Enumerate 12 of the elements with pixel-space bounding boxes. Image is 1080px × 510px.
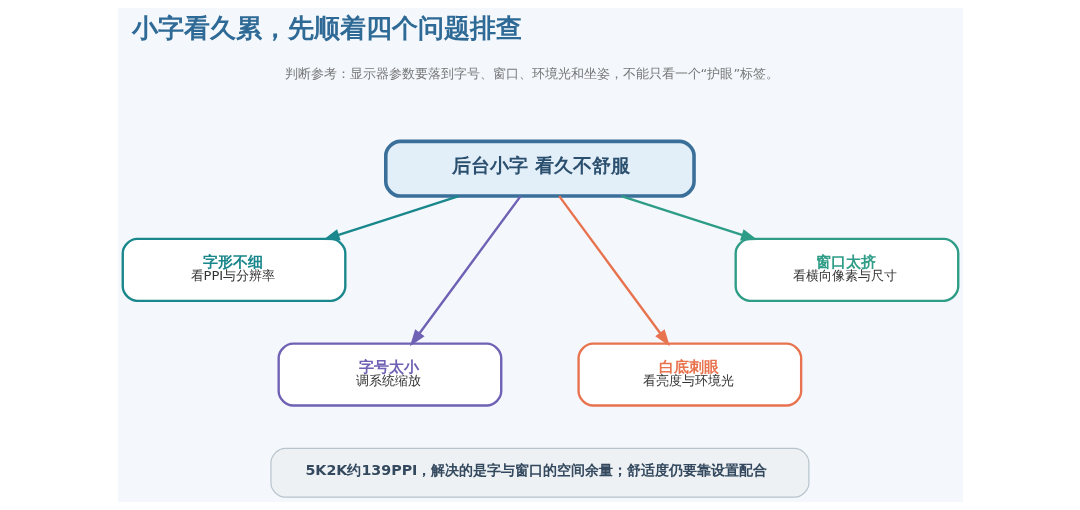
- node-box: 5K2K约139PPI，解决的是字与窗口的空间余量；舒适度仍要靠设置配合: [269, 447, 809, 498]
- arrow: [322, 194, 459, 241]
- node-box: 窗口太挤 看横向像素与尺寸: [734, 237, 959, 302]
- node-box: 字号太小 调系统缩放: [277, 342, 502, 407]
- node-box: 后台小字 看久不舒服: [383, 139, 696, 198]
- arrow: [409, 195, 522, 347]
- diagram-title: 小字看久累，先顺着四个问题排查: [131, 13, 522, 44]
- arrow: [557, 195, 670, 347]
- node-box: 字形不细 看PPI与分辨率: [121, 237, 346, 302]
- arrow: [620, 194, 758, 241]
- node-box: 白底刺眼 看亮度与环境光: [576, 342, 802, 407]
- label: 判断参考：显示器参数要落到字号、窗口、环境光和坐姿，不能只看一个“护眼”标签。: [284, 66, 779, 82]
